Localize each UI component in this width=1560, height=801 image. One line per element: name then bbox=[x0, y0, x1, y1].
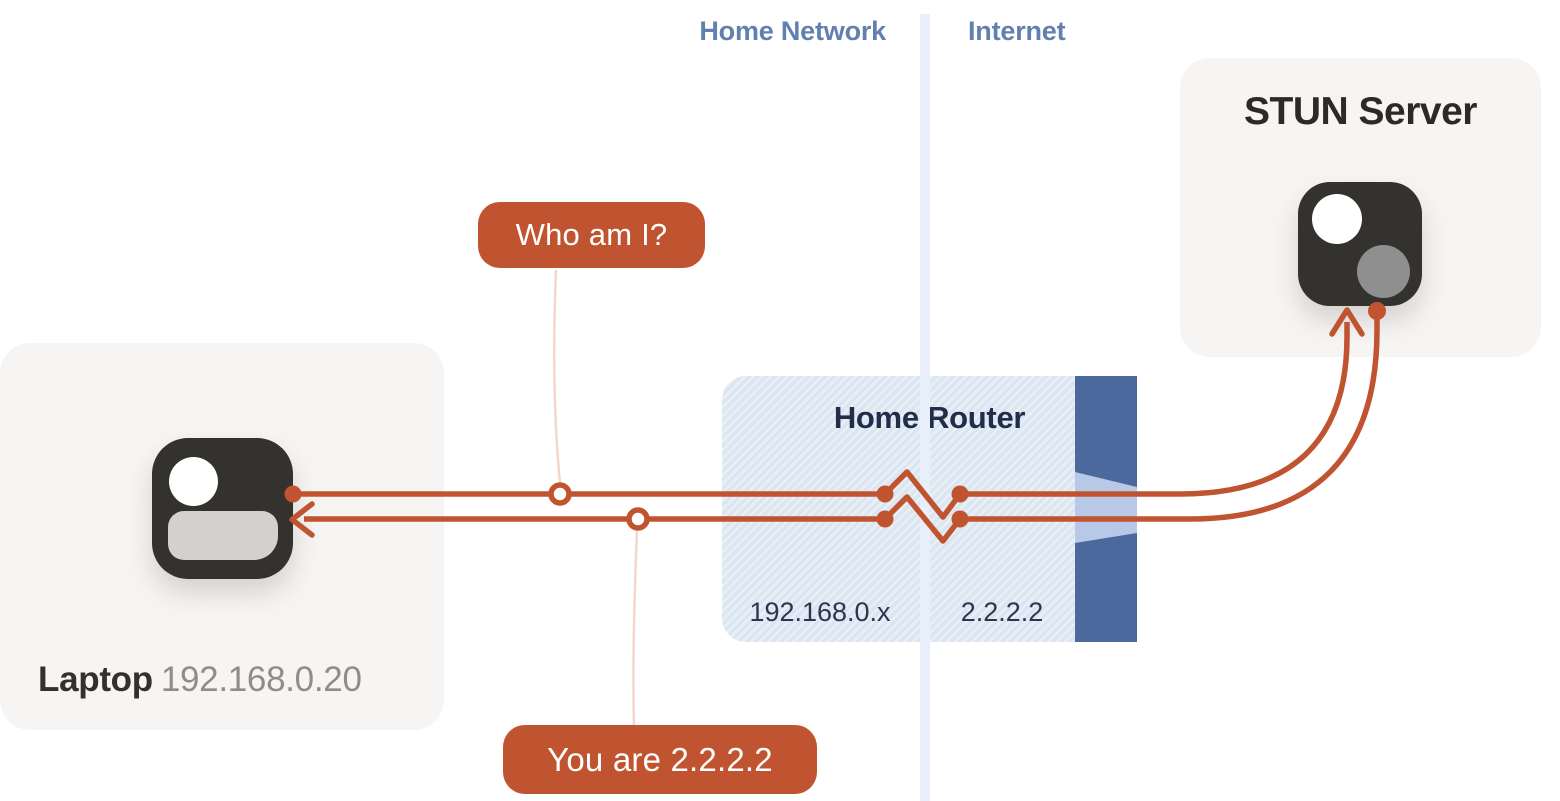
internet-label: Internet bbox=[968, 16, 1066, 46]
request-badge-connector-line bbox=[552, 269, 562, 484]
stun-server-title: STUN Server bbox=[1244, 90, 1477, 133]
network-boundary-divider bbox=[920, 14, 930, 801]
laptop-icon-body-bar bbox=[168, 511, 278, 560]
home-network-label: Home Network bbox=[699, 16, 886, 46]
server-icon-circle bbox=[1312, 194, 1362, 244]
request-message-badge: Who am I? bbox=[478, 202, 705, 268]
response-badge-connector-line bbox=[632, 530, 639, 727]
response-probe-circle bbox=[626, 507, 650, 531]
laptop-name-text: Laptop bbox=[38, 660, 153, 699]
response-message-badge: You are 2.2.2.2 bbox=[503, 725, 817, 794]
server-icon-status-circle bbox=[1357, 245, 1410, 298]
server-icon bbox=[1298, 182, 1422, 306]
router-lan-ip-label: 192.168.0.x bbox=[749, 597, 891, 627]
laptop-icon bbox=[152, 438, 293, 579]
router-wan-ip-label: 2.2.2.2 bbox=[960, 597, 1044, 627]
laptop-icon-circle bbox=[169, 457, 218, 506]
laptop-ip-text: 192.168.0.20 bbox=[160, 660, 362, 699]
request-probe-circle bbox=[548, 482, 572, 506]
